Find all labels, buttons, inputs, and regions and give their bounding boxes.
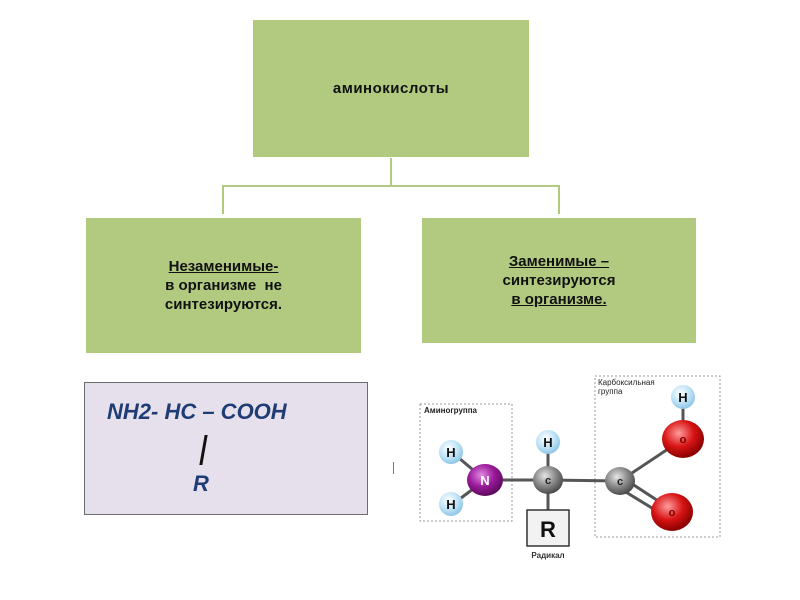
svg-text:H: H <box>446 445 455 460</box>
atom-o-carbonyl: o <box>651 493 693 531</box>
amino-group-label: Аминогруппа <box>424 406 478 415</box>
nonessential-line2: синтезируются <box>502 272 616 289</box>
atom-h-amino-2: H <box>439 492 463 516</box>
carboxyl-group-label-2: группа <box>598 387 623 396</box>
nonessential-title: Заменимые – <box>508 253 610 270</box>
connector-right <box>558 185 560 214</box>
essential-line3: синтезируются. <box>164 296 283 313</box>
svg-text:o: o <box>669 507 676 519</box>
svg-text:H: H <box>446 497 455 512</box>
essential-line2: в организме не <box>165 277 282 294</box>
svg-text:o: o <box>680 434 687 446</box>
radical-box-label: R <box>540 517 556 542</box>
svg-text:N: N <box>480 473 489 488</box>
atom-c-alpha: c <box>533 466 563 494</box>
formula-radical: R <box>193 471 209 496</box>
atom-c-carboxyl: c <box>605 467 635 495</box>
svg-text:H: H <box>678 390 687 405</box>
connector-left <box>222 185 224 214</box>
amino-acids-box: аминокислоты <box>253 20 529 157</box>
connector-horizontal <box>222 185 560 187</box>
atom-h-amino-1: H <box>439 440 463 464</box>
bonds <box>452 398 685 518</box>
amino-acid-molecule: Аминогруппа Карбоксильная группа R Радик… <box>419 375 721 560</box>
radical-label: Радикал <box>531 551 564 560</box>
formula-bond <box>199 435 208 465</box>
text-cursor <box>393 462 394 474</box>
essential-title: Незаменимые- <box>168 258 279 275</box>
radical-box <box>526 509 570 547</box>
nonessential-line3: в организме. <box>511 291 607 308</box>
atom-h-alpha: H <box>536 430 560 454</box>
formula-main: NH2- HC – COOH <box>107 399 287 424</box>
essential-box: Незаменимые- в организме не синтезируютс… <box>86 218 361 353</box>
svg-text:H: H <box>543 435 552 450</box>
formula-box: NH2- HC – COOH R <box>84 382 368 515</box>
amino-group-frame <box>419 403 513 522</box>
atom-h-hydroxyl: H <box>671 385 695 409</box>
amino-acids-label: аминокислоты <box>332 80 450 97</box>
atom-n: N <box>467 464 503 496</box>
carboxyl-group-label-1: Карбоксильная <box>598 378 655 387</box>
svg-text:c: c <box>545 475 551 487</box>
svg-text:c: c <box>617 476 623 488</box>
carboxyl-group-frame <box>594 375 721 538</box>
atom-o-hydroxyl: o <box>662 420 704 458</box>
connector-vertical-main <box>390 158 392 186</box>
nonessential-box: Заменимые – синтезируются в организме. <box>422 218 696 343</box>
